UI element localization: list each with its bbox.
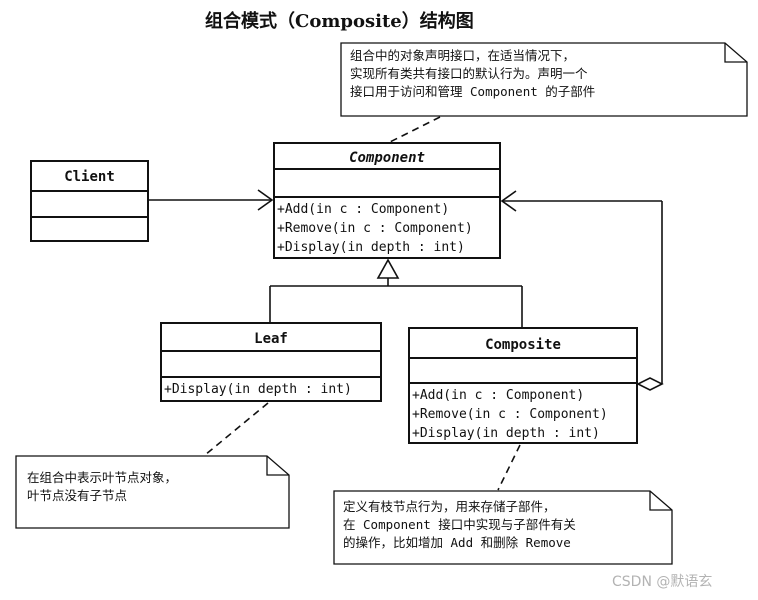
note-shape [340,42,748,117]
composite-op-display: +Display(in depth : int) [412,426,600,441]
note-shape [15,455,290,529]
leaf-attributes-compartment [162,352,380,378]
component-class-name: Component [275,144,499,170]
leaf-note-text: 在组合中表示叶节点对象， 叶节点没有子节点 [27,470,178,503]
diagram-title: 组合模式（Composite）结构图 [205,11,474,32]
component-note: 组合中的对象声明接口，在适当情况下， 实现所有类共有接口的默认行为。声明一个 接… [340,42,748,117]
component-op-display: +Display(in depth : int) [277,240,465,255]
composite-class-name: Composite [410,329,636,359]
component-class-box: Component +Add(in c : Component) +Remove… [273,142,501,259]
component-attributes-compartment [275,170,499,198]
component-op-remove: +Remove(in c : Component) [277,221,473,236]
client-class-name: Client [32,162,147,192]
client-attributes-compartment [32,192,147,218]
leaf-class-box: Leaf +Display(in depth : int) [160,322,382,402]
inheritance-triangle [376,258,400,279]
aggregation-diamond [636,377,664,391]
composite-note-text: 定义有枝节点行为，用来存储子部件， 在 Component 接口中实现与子部件有… [343,499,576,550]
composite-op-remove: +Remove(in c : Component) [412,407,608,422]
component-op-add: +Add(in c : Component) [277,202,450,217]
note-shape [333,490,673,565]
component-note-anchor [389,116,441,143]
leaf-op-display: +Display(in depth : int) [164,382,352,397]
leaf-note: 在组合中表示叶节点对象， 叶节点没有子节点 [15,455,290,529]
composite-attributes-compartment [410,359,636,384]
leaf-class-name: Leaf [162,324,380,352]
component-operations-compartment: +Add(in c : Component) +Remove(in c : Co… [275,198,499,257]
client-operations-compartment [32,218,147,220]
aggregation-arrowhead [500,190,517,212]
watermark: CSDN @默语玄 [612,574,713,590]
composite-op-add: +Add(in c : Component) [412,388,585,403]
client-association-arrowhead [257,189,274,211]
component-note-text: 组合中的对象声明接口，在适当情况下， 实现所有类共有接口的默认行为。声明一个 接… [350,48,596,99]
client-class-box: Client [30,160,149,242]
composite-class-box: Composite +Add(in c : Component) +Remove… [408,327,638,444]
leaf-operations-compartment: +Display(in depth : int) [162,378,380,399]
composite-operations-compartment: +Add(in c : Component) +Remove(in c : Co… [410,384,636,443]
leaf-note-anchor [204,402,269,456]
composite-note-anchor [497,444,521,491]
composite-note: 定义有枝节点行为，用来存储子部件， 在 Component 接口中实现与子部件有… [333,490,673,565]
